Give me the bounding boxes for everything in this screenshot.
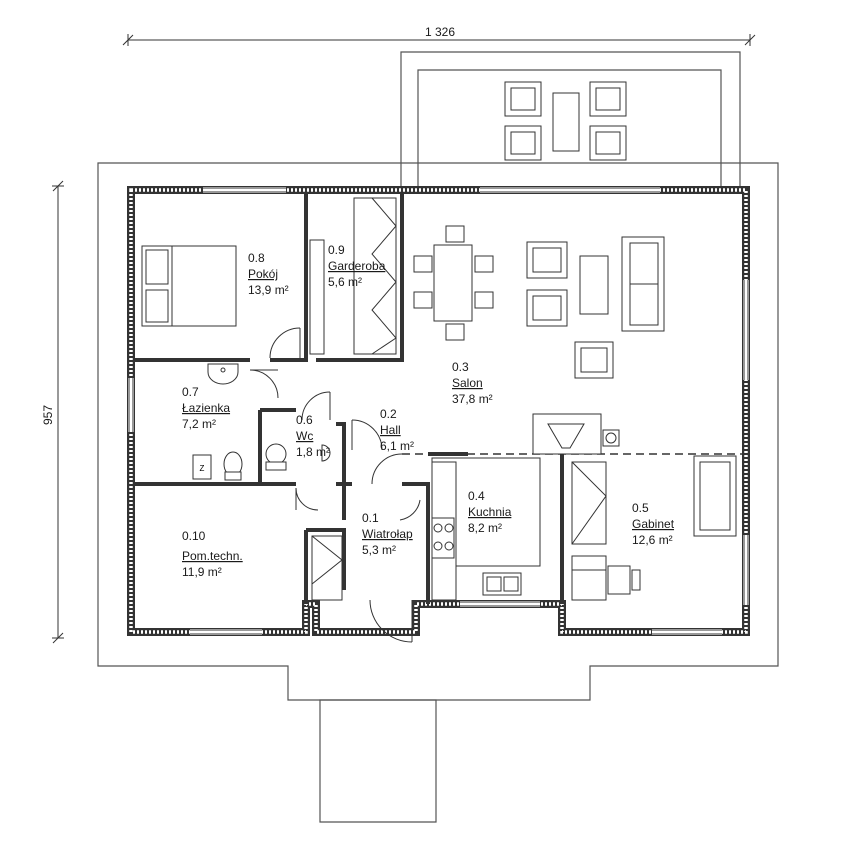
- fireplace-icon: [532, 413, 620, 455]
- svg-text:0.3: 0.3: [452, 360, 469, 374]
- dimension-width-label: 1 326: [425, 25, 455, 39]
- wardrobe-icon: [309, 197, 397, 355]
- svg-text:0.8: 0.8: [248, 251, 265, 265]
- svg-text:Gabinet: Gabinet: [632, 517, 675, 531]
- bed-icon: [141, 245, 237, 327]
- svg-text:Wiatrołap: Wiatrołap: [362, 527, 413, 541]
- svg-text:6,1 m²: 6,1 m²: [380, 439, 414, 453]
- exterior-walls: [127, 186, 750, 636]
- door-icon: [249, 327, 421, 643]
- dimension-width: 1 326: [122, 25, 756, 46]
- room-label: 0.6 Wc 1,8 m²: [296, 413, 330, 459]
- room-label: 0.3 Salon 37,8 m²: [452, 360, 493, 406]
- toilet-icon: Z: [192, 443, 331, 481]
- svg-text:0.1: 0.1: [362, 511, 379, 525]
- room-label: 0.2 Hall 6,1 m²: [380, 407, 414, 453]
- svg-text:8,2 m²: 8,2 m²: [468, 521, 502, 535]
- boiler-icon: [311, 535, 343, 601]
- room-label: 0.10 Pom.techn. 11,9 m²: [182, 529, 243, 579]
- svg-text:7,2 m²: 7,2 m²: [182, 417, 216, 431]
- sink-icon: [482, 572, 522, 596]
- svg-text:Garderoba: Garderoba: [328, 259, 386, 273]
- dimension-height-label: 957: [41, 405, 55, 425]
- svg-text:0.4: 0.4: [468, 489, 485, 503]
- sofa-icon: [621, 236, 665, 332]
- room-label: 0.1 Wiatrołap 5,3 m²: [362, 511, 413, 557]
- svg-text:1,8 m²: 1,8 m²: [296, 445, 330, 459]
- coffee-table-icon: [579, 255, 609, 315]
- desk-icon: [571, 461, 641, 601]
- svg-text:Salon: Salon: [452, 376, 483, 390]
- stove-icon: [431, 517, 455, 559]
- svg-text:0.2: 0.2: [380, 407, 397, 421]
- svg-text:5,3 m²: 5,3 m²: [362, 543, 396, 557]
- sofa-icon: [693, 455, 737, 537]
- armchair-icon: [504, 81, 627, 161]
- room-label: 0.8 Pokój 13,9 m²: [248, 251, 289, 297]
- svg-text:Łazienka: Łazienka: [182, 401, 230, 415]
- interior-walls: [135, 194, 564, 604]
- svg-text:Pom.techn.: Pom.techn.: [182, 549, 243, 563]
- svg-text:0.7: 0.7: [182, 385, 199, 399]
- svg-text:5,6 m²: 5,6 m²: [328, 275, 362, 289]
- svg-text:12,6 m²: 12,6 m²: [632, 533, 673, 547]
- room-label: 0.7 Łazienka 7,2 m²: [182, 385, 230, 431]
- washbasin-icon: [207, 363, 239, 385]
- kitchen-counter: [431, 457, 541, 601]
- windows: [128, 187, 749, 635]
- svg-text:Kuchnia: Kuchnia: [468, 505, 512, 519]
- svg-text:Pokój: Pokój: [248, 267, 278, 281]
- svg-text:13,9 m²: 13,9 m²: [248, 283, 289, 297]
- terrace-furniture: [504, 81, 627, 161]
- svg-text:0.6: 0.6: [296, 413, 313, 427]
- armchair-icon: [526, 241, 614, 379]
- svg-text:37,8 m²: 37,8 m²: [452, 392, 493, 406]
- dining-table-icon: [413, 225, 494, 341]
- room-label: 0.4 Kuchnia 8,2 m²: [468, 489, 512, 535]
- svg-text:Wc: Wc: [296, 429, 313, 443]
- svg-text:Hall: Hall: [380, 423, 401, 437]
- svg-text:Z: Z: [200, 464, 205, 473]
- svg-text:0.9: 0.9: [328, 243, 345, 257]
- svg-text:11,9 m²: 11,9 m²: [182, 565, 222, 579]
- svg-text:0.5: 0.5: [632, 501, 649, 515]
- terrace-outlines: [97, 51, 779, 823]
- svg-text:0.10: 0.10: [182, 529, 206, 543]
- room-label: 0.9 Garderoba 5,6 m²: [328, 243, 386, 289]
- room-label: 0.5 Gabinet 12,6 m²: [632, 501, 675, 547]
- dimension-height: 957: [41, 180, 64, 644]
